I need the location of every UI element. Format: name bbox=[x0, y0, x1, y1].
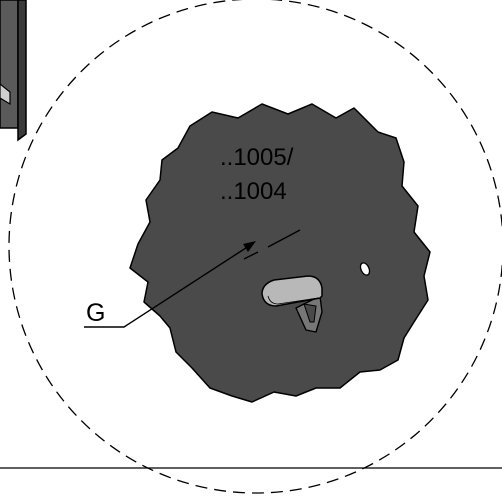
detail-circle bbox=[8, 0, 502, 494]
surface-patch bbox=[129, 103, 431, 403]
callout-leader-g bbox=[84, 241, 256, 328]
callout-letter-g: G bbox=[86, 299, 105, 327]
part-leader bbox=[243, 229, 301, 260]
part-number-line2: ..1004 bbox=[220, 178, 287, 205]
bracket-icon bbox=[261, 275, 323, 333]
frame-fragment bbox=[0, 0, 27, 142]
hole-icon bbox=[359, 262, 371, 276]
part-number-line1: ..1005/ bbox=[220, 144, 294, 171]
